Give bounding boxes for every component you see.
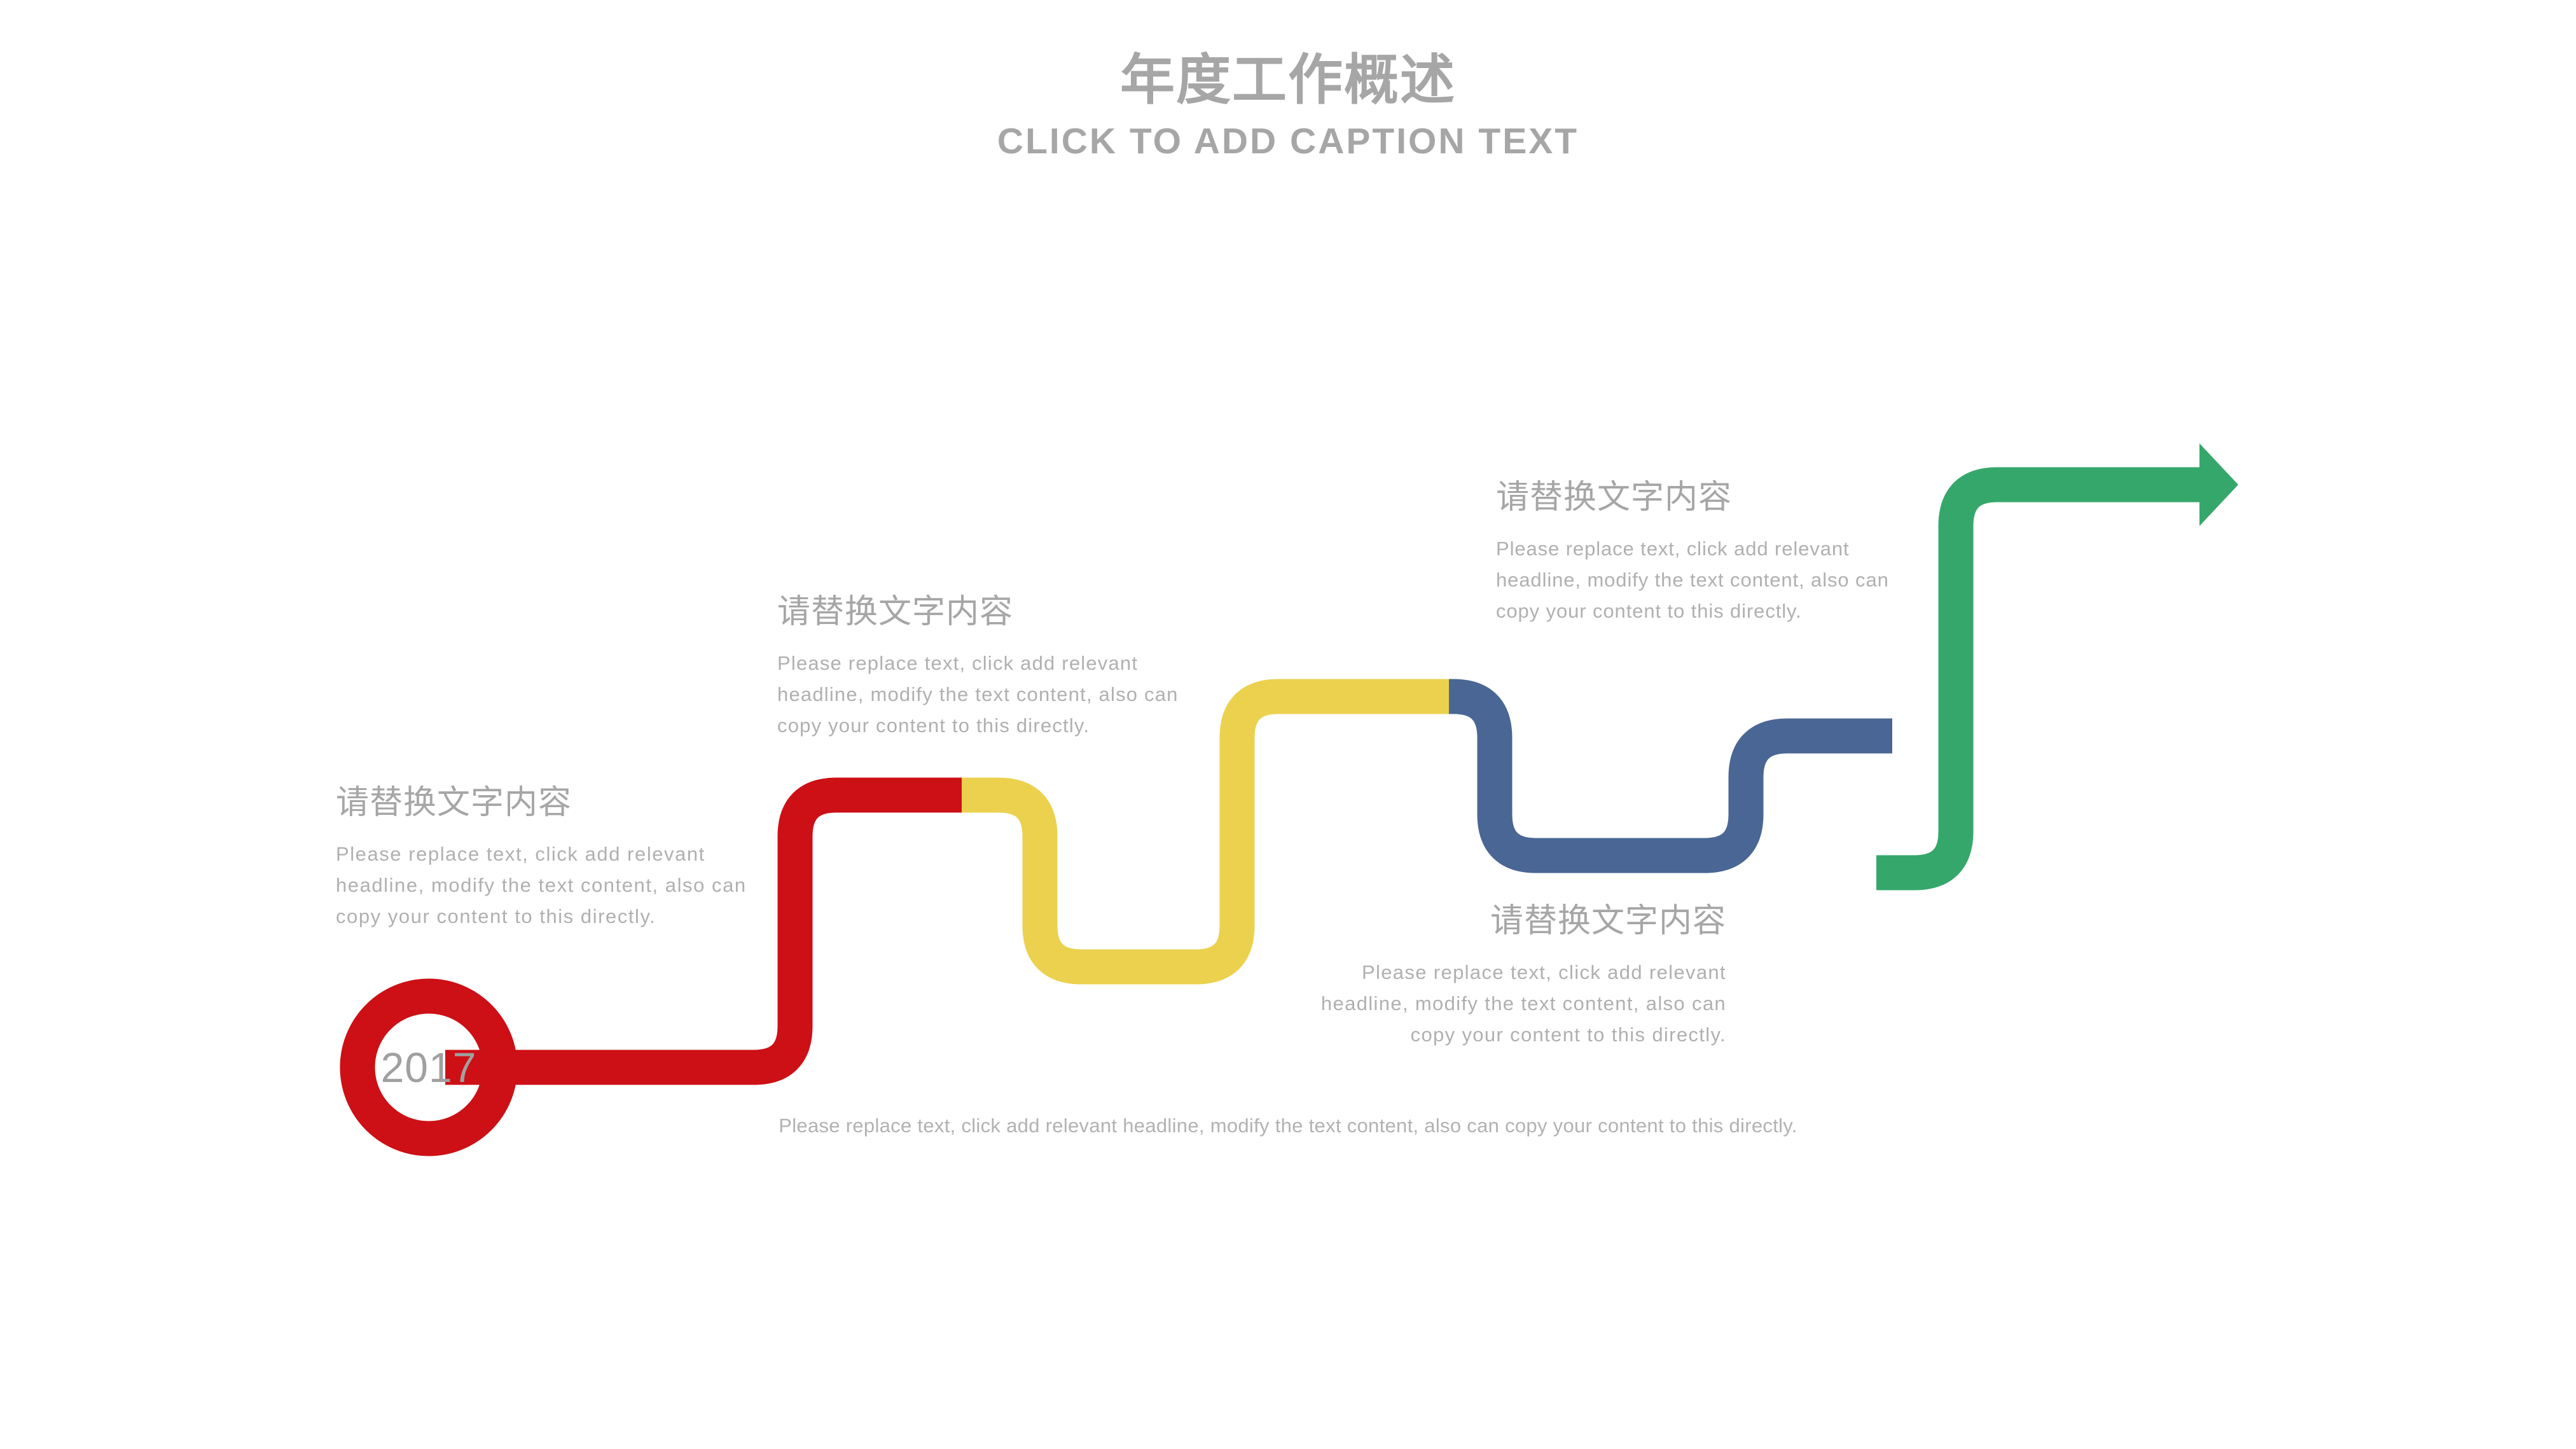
timeline-step-3-body: Please replace text, click add relevant … bbox=[1320, 961, 1726, 1046]
timeline-segment-green[interactable] bbox=[1876, 443, 2238, 891]
timeline-step-4[interactable]: 请替换文字内容 Please replace text, click add r… bbox=[1496, 478, 1923, 627]
timeline-step-3[interactable]: 请替换文字内容 Please replace text, click add r… bbox=[1299, 902, 1726, 1051]
year-badge-ring[interactable] bbox=[340, 978, 518, 1156]
timeline-step-3-heading: 请替换文字内容 bbox=[1490, 903, 1726, 939]
timeline-step-2-body: Please replace text, click add relevant … bbox=[777, 652, 1179, 737]
timeline-step-4-body: Please replace text, click add relevant … bbox=[1496, 537, 1889, 623]
bottom-caption: Please replace text, click add relevant … bbox=[779, 1114, 1797, 1137]
page-title: 年度工作概述 bbox=[1120, 50, 1456, 111]
timeline-segment-red[interactable] bbox=[340, 777, 962, 1156]
arrow-head-icon bbox=[2199, 443, 2238, 526]
timeline-step-2-heading: 请替换文字内容 bbox=[777, 593, 1014, 630]
timeline-segment-yellow[interactable] bbox=[957, 679, 1449, 985]
page-subtitle: CLICK TO ADD CAPTION TEXT bbox=[997, 121, 1579, 162]
year-badge-label: 2017 bbox=[380, 1044, 477, 1091]
timeline-segment-blue[interactable] bbox=[1447, 679, 1892, 873]
timeline-step-1-body: Please replace text, click add relevant … bbox=[336, 843, 747, 928]
timeline-step-1[interactable]: 请替换文字内容 Please replace text, click add r… bbox=[336, 784, 756, 932]
slide-header: 年度工作概述 CLICK TO ADD CAPTION TEXT bbox=[0, 50, 2576, 163]
timeline-step-1-heading: 请替换文字内容 bbox=[336, 784, 572, 821]
timeline-step-2[interactable]: 请替换文字内容 Please replace text, click add r… bbox=[777, 593, 1205, 742]
timeline-step-4-heading: 请替换文字内容 bbox=[1496, 479, 1733, 516]
